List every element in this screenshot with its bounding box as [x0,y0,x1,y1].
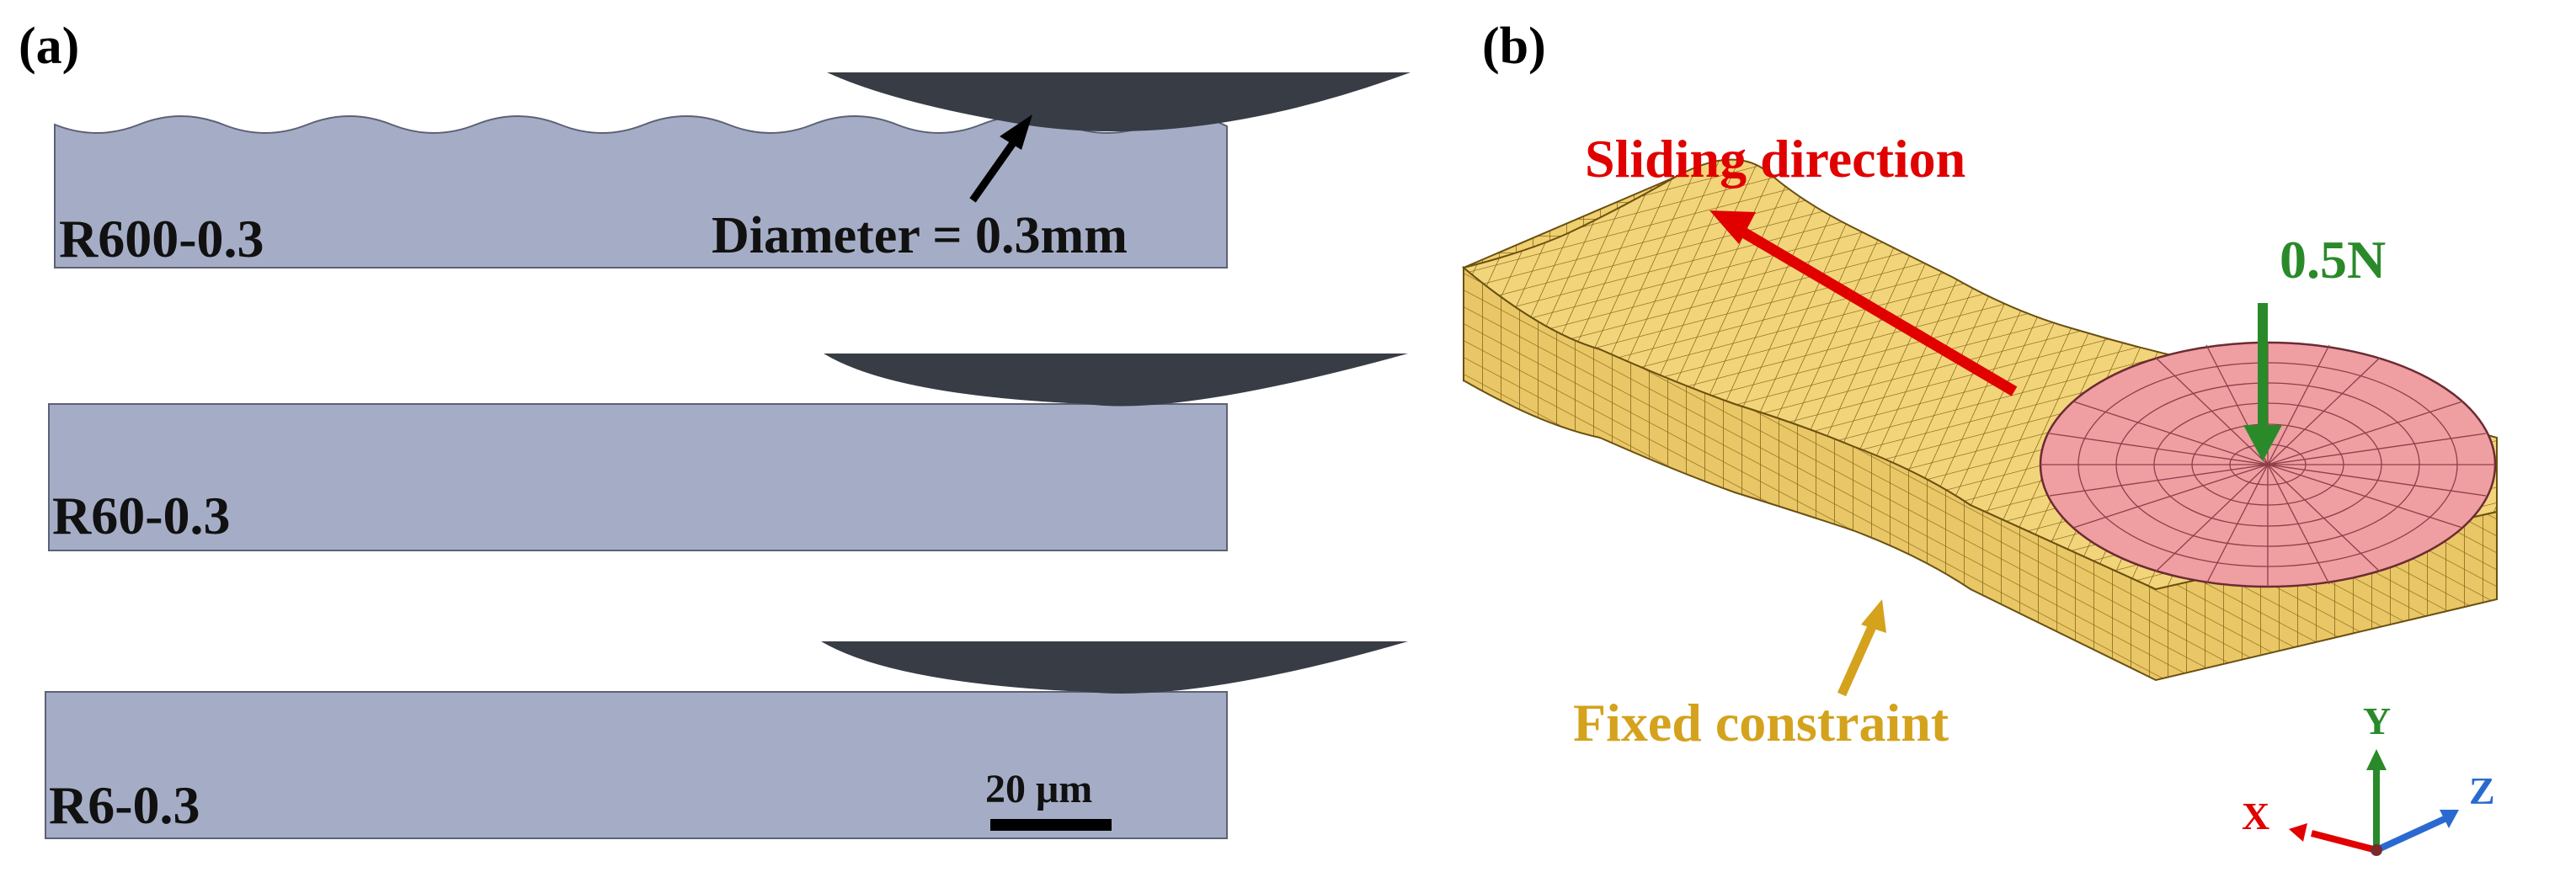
constraint-label: Fixed constraint [1573,693,1949,752]
axis-triad: Y X Z [2242,699,2495,856]
z-axis-head [2440,810,2459,828]
x-axis-head [2289,823,2307,842]
sample-row-r60: R60-0.3 [48,354,1408,551]
scale-bar [990,819,1112,831]
sample-label-r600: R600-0.3 [59,209,264,269]
load-arrow-shaft [2258,303,2268,429]
constraint-arrow-shaft [1837,620,1879,697]
y-axis-label: Y [2363,699,2391,742]
sliding-arrow-head [1709,210,1756,244]
y-axis-head [2366,749,2387,770]
diameter-annotation: Diameter = 0.3mm [712,207,1128,264]
substrate-r60 [48,403,1228,551]
axis-origin [2371,844,2382,856]
sample-label-r6: R6-0.3 [49,775,200,835]
ball-r600 [827,72,1411,132]
scale-bar-label: 20 μm [985,767,1092,811]
diameter-arrow-head [1000,114,1032,150]
load-label: 0.5N [2280,230,2386,290]
panel-b-tag: (b) [1482,18,1546,75]
ball-r6 [821,641,1408,694]
z-axis-line [2375,815,2448,853]
ball-r60 [824,354,1408,407]
sample-label-r60: R60-0.3 [52,486,231,545]
sample-row-r6: R6-0.3 20 μm [45,641,1408,839]
panel-a: (a) R600-0.3 Diameter = 0.3mm R60-0.3 R6… [19,18,1411,839]
sliding-direction-arrow [1731,222,2018,396]
sliding-direction-label: Sliding direction [1585,129,1965,189]
constraint-arrow-head [1861,599,1886,633]
substrate-r6 [45,691,1228,839]
sample-row-r600: R600-0.3 Diameter = 0.3mm [54,72,1411,269]
diameter-arrow-shaft [969,132,1022,203]
disk-mesh [2040,343,2495,587]
x-axis-label: X [2242,795,2269,837]
panel-b: (b) Sliding direction [1461,18,2498,856]
z-axis-label: Z [2469,769,2495,812]
panel-a-tag: (a) [19,18,79,75]
x-axis-line [2310,830,2378,853]
load-arrow-head [2243,425,2282,461]
